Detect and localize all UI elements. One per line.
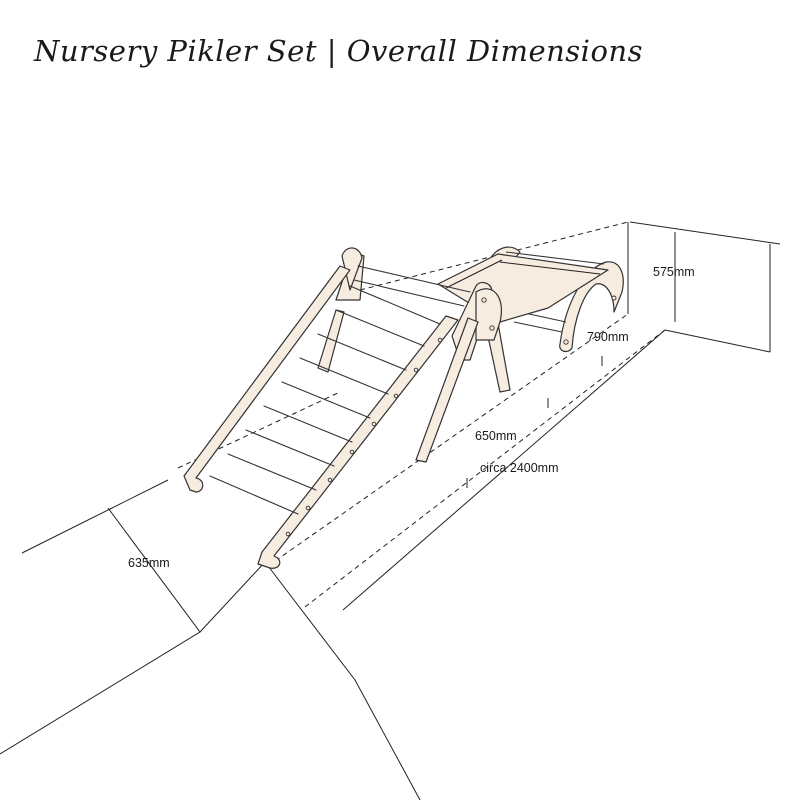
climbing-ladder — [183, 265, 459, 569]
width-label: 635mm — [128, 556, 170, 570]
page-title: Nursery Pikler Set | Overall Dimensions — [34, 34, 643, 68]
arch-length-label: 790mm — [587, 330, 629, 344]
pikler-triangle — [317, 247, 511, 463]
triangle-length-label: 650mm — [475, 429, 517, 443]
floor-outline — [0, 221, 781, 800]
overall-length-label: circa 2400mm — [480, 461, 559, 475]
height-label: 575mm — [653, 265, 695, 279]
